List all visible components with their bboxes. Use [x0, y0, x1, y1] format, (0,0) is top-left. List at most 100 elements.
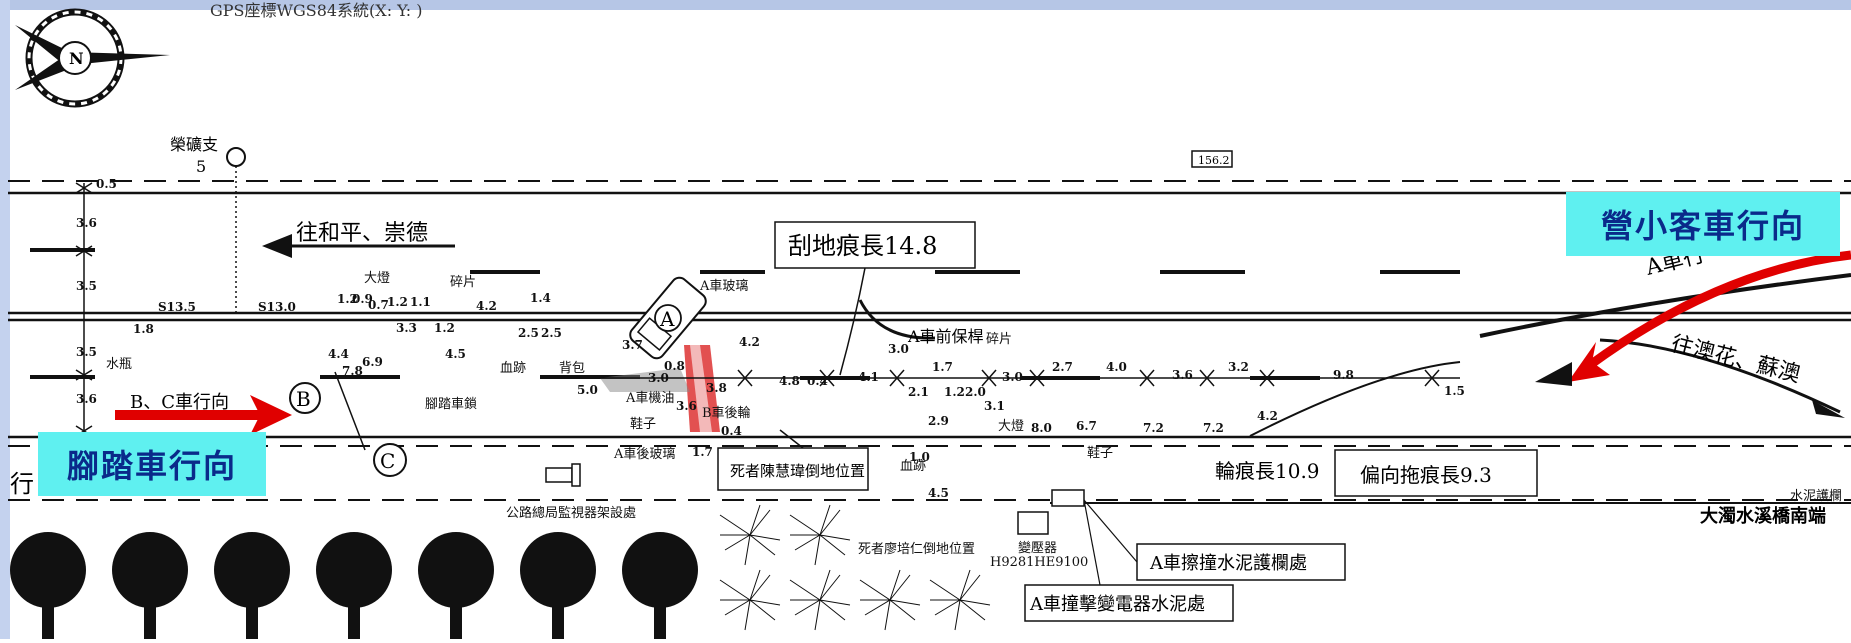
to-suao: 往澳花、蘇澳	[1669, 332, 1803, 388]
guardrail-hit-label: A車擦撞水泥護欄處	[1149, 553, 1307, 574]
oil-stain	[600, 368, 690, 392]
svg-text:2.9: 2.9	[928, 414, 949, 428]
svg-text:1.1: 1.1	[410, 295, 431, 309]
scrape-pointer	[839, 267, 866, 376]
pole-name: 榮礦支	[170, 135, 218, 154]
svg-text:鞋子: 鞋子	[1087, 445, 1113, 461]
utility-pole-icon	[226, 147, 246, 167]
svg-text:血跡: 血跡	[900, 458, 926, 474]
svg-text:2.1: 2.1	[908, 385, 929, 399]
trees	[10, 532, 698, 640]
vehicle-a-label: A	[659, 307, 675, 331]
svg-text:3.0: 3.0	[888, 342, 909, 356]
bushes	[719, 504, 991, 631]
svg-text:1.2: 1.2	[387, 295, 408, 309]
heping-arrowhead	[262, 234, 292, 258]
pole-num: 5	[196, 157, 206, 176]
small-labels: 大燈 碎片 水瓶 腳踏車鎖 血跡 背包 A車玻璃 A車機油 鞋子 B車後輪 A車…	[106, 271, 1842, 570]
measure-ticks	[75, 182, 93, 437]
svg-text:3.6: 3.6	[76, 392, 97, 406]
lane-dashes-1	[30, 248, 1460, 274]
suao-arrowhead	[1812, 400, 1845, 418]
svg-text:5.0: 5.0	[577, 383, 598, 397]
marker-text: 156.2	[1198, 154, 1230, 167]
svg-text:3.5: 3.5	[76, 279, 97, 293]
svg-text:碎片: 碎片	[986, 332, 1012, 347]
x-markers	[737, 369, 1440, 387]
distance-marker	[1191, 150, 1233, 168]
svg-text:背包: 背包	[559, 361, 585, 376]
bicycle-direction-label: 腳踏車行向	[38, 432, 266, 496]
svg-text:3.0: 3.0	[1002, 370, 1023, 384]
compass-icon: N	[15, 8, 170, 108]
svg-text:7.2: 7.2	[1143, 421, 1164, 435]
svg-text:1.8: 1.8	[133, 322, 154, 336]
svg-text:2.5: 2.5	[541, 326, 562, 340]
svg-text:公路總局監視器架設處: 公路總局監視器架設處	[506, 505, 636, 521]
svg-text:0.9: 0.9	[352, 292, 373, 306]
scrape-box	[774, 221, 976, 269]
drag-mark-box	[1334, 449, 1538, 497]
svg-text:3.5: 3.5	[76, 345, 97, 359]
svg-text:3.3: 3.3	[396, 321, 417, 335]
svg-text:1.5: 1.5	[1444, 384, 1465, 398]
svg-text:3.8: 3.8	[706, 381, 727, 395]
top-frame	[0, 0, 1851, 10]
svg-text:A車玻璃: A車玻璃	[699, 279, 748, 294]
svg-text:3.7: 3.7	[622, 338, 643, 352]
vehicle-b-circle	[289, 382, 321, 414]
svg-text:碎片: 碎片	[450, 275, 476, 290]
scrape-label: 刮地痕長14.8	[788, 232, 937, 260]
svg-text:水泥護欄: 水泥護欄	[1790, 488, 1842, 504]
svg-text:A車後玻璃: A車後玻璃	[613, 447, 675, 462]
svg-text:7.2: 7.2	[1203, 421, 1224, 435]
svg-text:4.2: 4.2	[476, 299, 497, 313]
scrape-mark	[858, 299, 936, 340]
bicycle-arrowhead	[250, 395, 292, 435]
svg-text:S13.5: S13.5	[158, 300, 196, 314]
car-arrowhead	[1568, 342, 1610, 382]
svg-text:4.2: 4.2	[739, 335, 760, 349]
svg-text:1.2: 1.2	[944, 385, 965, 399]
svg-text:水瓶: 水瓶	[106, 357, 132, 372]
svg-text:2.0: 2.0	[965, 385, 986, 399]
svg-text:1.7: 1.7	[692, 445, 713, 459]
a-front-bumper: A車前保桿	[907, 327, 984, 346]
drag-mark-label: 偏向拖痕長9.3	[1360, 463, 1492, 487]
svg-text:H9281HE9100: H9281HE9100	[990, 555, 1088, 570]
car-direction-label: 營小客車行向	[1566, 192, 1840, 256]
svg-text:1.4: 1.4	[530, 291, 551, 305]
svg-text:3.6: 3.6	[676, 399, 697, 413]
svg-text:大燈: 大燈	[364, 271, 390, 286]
svg-text:0.7: 0.7	[368, 298, 389, 312]
svg-text:腳踏車鎖: 腳踏車鎖	[425, 396, 477, 412]
svg-text:4.1: 4.1	[858, 370, 879, 384]
svg-text:4.5: 4.5	[928, 486, 949, 500]
svg-text:S13.0: S13.0	[258, 300, 296, 314]
transformer-hit-box	[1024, 584, 1234, 622]
svg-text:3.6: 3.6	[76, 216, 97, 230]
camera-icon	[545, 467, 573, 483]
bridge-label: 大濁水溪橋南端	[1700, 505, 1826, 527]
vehicle-c-circle	[373, 443, 407, 477]
svg-text:6.9: 6.9	[362, 355, 383, 369]
svg-text:3.2: 3.2	[1228, 360, 1249, 374]
svg-text:B車後輪: B車後輪	[702, 405, 751, 421]
car-dir-black-arrow	[1535, 362, 1572, 386]
svg-text:4.5: 4.5	[445, 347, 466, 361]
compass-n: N	[69, 49, 84, 68]
bc-line	[334, 371, 366, 451]
svg-text:1.7: 1.7	[932, 360, 953, 374]
svg-text:0.8: 0.8	[664, 359, 685, 373]
svg-text:4.8: 4.8	[779, 374, 800, 388]
bc-direction: B、C車行向	[130, 392, 229, 413]
transformer-hit-label: A車撞擊變電器水泥處	[1029, 594, 1205, 615]
svg-text:6.7: 6.7	[1076, 419, 1097, 433]
svg-text:死者廖培仁倒地位置: 死者廖培仁倒地位置	[858, 541, 975, 557]
svg-text:2.7: 2.7	[1052, 360, 1073, 374]
svg-text:血跡: 血跡	[500, 360, 526, 376]
svg-text:1.0: 1.0	[909, 450, 930, 464]
svg-text:變壓器: 變壓器	[1018, 540, 1057, 556]
